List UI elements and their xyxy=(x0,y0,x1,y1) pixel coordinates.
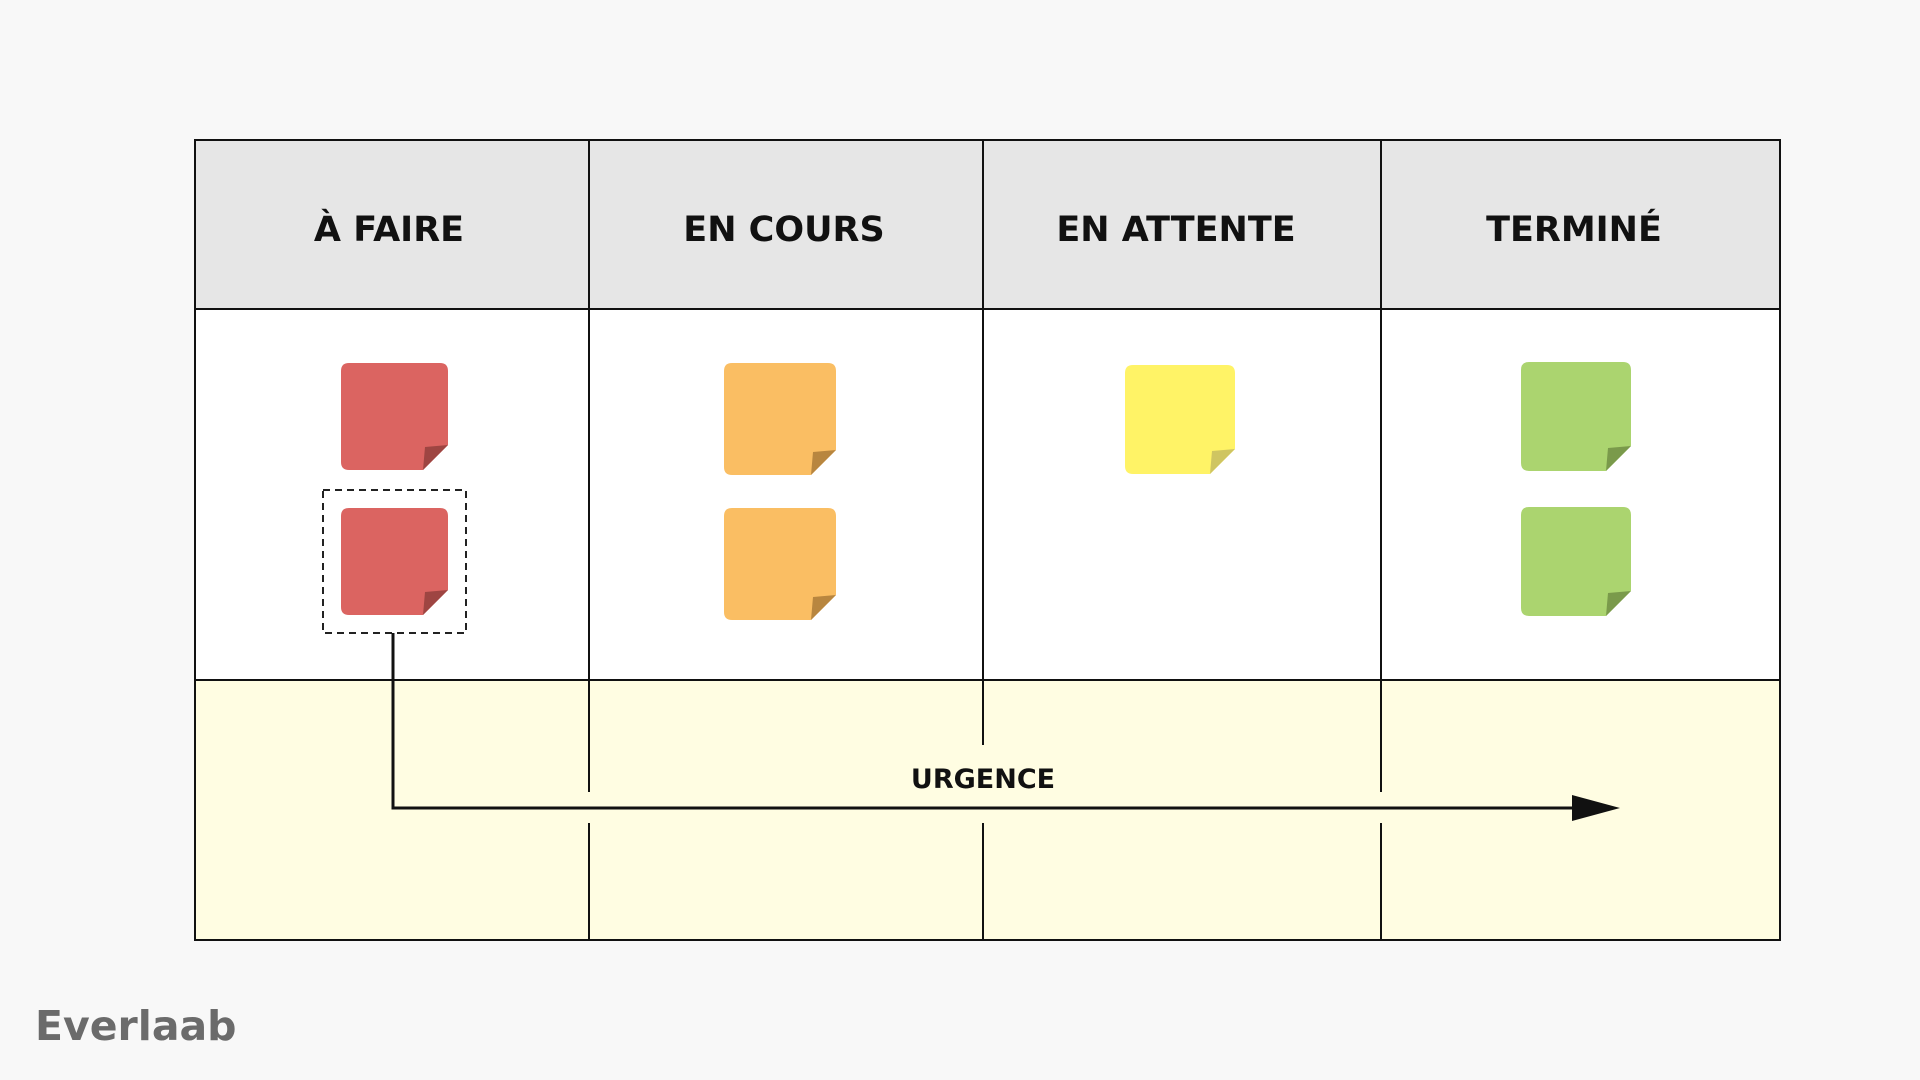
board-border xyxy=(194,139,1781,941)
column-header-waiting: EN ATTENTE xyxy=(1056,210,1295,250)
brand-logo-text: Everlaab xyxy=(35,1002,237,1050)
note-fold xyxy=(811,450,836,475)
urgency-arrow-head xyxy=(1572,795,1620,821)
column-header-in-progress: EN COURS xyxy=(683,210,884,250)
sticky-notes xyxy=(341,362,1631,620)
column-header-done: TERMINÉ xyxy=(1486,208,1662,250)
sticky-note-todo-1[interactable] xyxy=(341,363,448,470)
note-fold xyxy=(423,590,448,615)
note-fold xyxy=(1606,446,1631,471)
header-row xyxy=(195,140,1780,309)
sticky-note-in-progress-2[interactable] xyxy=(724,508,836,620)
sticky-note-waiting-1[interactable] xyxy=(1125,365,1235,474)
urgency-lane xyxy=(195,680,1780,940)
note-fold xyxy=(423,445,448,470)
cards-row xyxy=(195,309,1780,680)
sticky-note-in-progress-1[interactable] xyxy=(724,363,836,475)
sticky-note-done-2[interactable] xyxy=(1521,507,1631,616)
column-header-todo: À FAIRE xyxy=(314,208,464,250)
note-fold xyxy=(811,595,836,620)
urgency-label: URGENCE xyxy=(911,764,1055,795)
note-fold xyxy=(1210,449,1235,474)
column-dividers xyxy=(588,140,1382,940)
urgency-arrow-line xyxy=(391,633,1575,810)
sticky-note-todo-2[interactable] xyxy=(341,508,448,615)
note-fold xyxy=(1606,591,1631,616)
sticky-note-done-1[interactable] xyxy=(1521,362,1631,471)
